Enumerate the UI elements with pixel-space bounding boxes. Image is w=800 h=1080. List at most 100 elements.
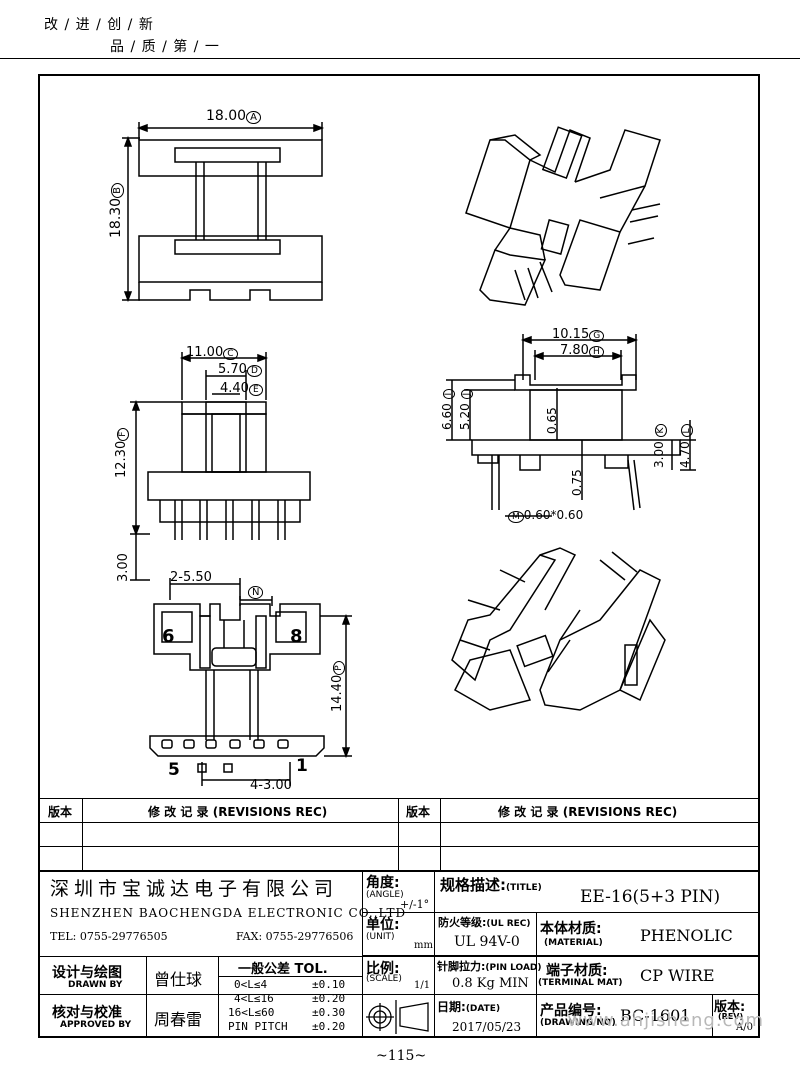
title-value: EE-16(5+3 PIN) [580, 887, 721, 907]
pinload-label: 针脚拉力:(PIN LOAD) [437, 960, 542, 973]
fire-label: 防火等级:(UL REC) [438, 916, 531, 929]
tol-value-2: ±0.20 [312, 992, 346, 1005]
tol-range-4: PIN PITCH [228, 1020, 288, 1033]
iso-view-1 [465, 126, 661, 306]
rev-divider-1 [82, 798, 83, 870]
pinload-value: 0.8 Kg MIN [452, 976, 529, 991]
dim-front-base: 0.75 [570, 469, 584, 496]
tb-rule-5 [362, 955, 760, 956]
rev-col-ver-2: 版本 [406, 805, 431, 819]
tb-v-1 [362, 870, 363, 1038]
dim-front-k: 3.00 K [652, 423, 667, 468]
terminal-label: 端子材质: [546, 963, 608, 979]
slogan-line-1: 改 / 进 / 创 / 新 [44, 17, 154, 33]
date-value: 2017/05/23 [452, 1020, 522, 1034]
revision-row-1 [38, 822, 760, 823]
company-fax: FAX: 0755-29776506 [236, 930, 354, 943]
date-label: 日期:(DATE) [437, 1000, 501, 1014]
drawn-value: 曾仕球 [154, 970, 203, 989]
revision-row-2 [38, 846, 760, 847]
bottom-view [149, 578, 352, 786]
drawing-value: BC-1601 [620, 1006, 691, 1025]
unit-label: 单位: [366, 917, 400, 933]
scale-label: 比例: [366, 961, 400, 977]
projection-symbol-icon [366, 1000, 429, 1034]
dim-top-height: 18.30B [108, 183, 124, 238]
approved-label-en: APPROVED BY [60, 1020, 132, 1030]
rev-divider-3 [440, 798, 441, 870]
drawn-label: 设计与绘图 [52, 965, 122, 981]
company-tel: TEL: 0755-29776505 [50, 930, 168, 943]
dim-front-h2: 5.20 J [458, 388, 473, 430]
tb-rule-4 [38, 994, 362, 995]
rev-divider-2 [398, 798, 399, 870]
rev-value: A/0 [736, 1022, 753, 1033]
tol-value-1: ±0.10 [312, 978, 346, 991]
dim-bottom-spacing-tag: N [248, 586, 264, 599]
watermark: www.ahjisheng.com [567, 1010, 764, 1031]
drawing-label: 产品编号: [540, 1003, 602, 1019]
pin-label-1: 1 [296, 756, 308, 776]
tolerance-values: ±0.10 ±0.20 ±0.30 ±0.20 [312, 978, 345, 1034]
angle-value: +/-1° [400, 898, 430, 911]
revision-table-top [38, 798, 760, 799]
rev-label: 版本: [714, 1000, 746, 1015]
pin-label-8: 8 [290, 626, 303, 647]
iso-view-2 [451, 547, 666, 711]
terminal-label-en: (TERMINAL MAT) [538, 978, 623, 988]
tol-value-3: ±0.30 [312, 1006, 346, 1019]
company-name-en: SHENZHEN BAOCHENGDA ELECTRONIC CO.,LTD [50, 906, 407, 920]
terminal-value: CP WIRE [640, 966, 715, 985]
side-view [130, 352, 311, 581]
pin-label-5: 5 [168, 760, 180, 780]
title-label: 规格描述:(TITLE) [440, 876, 542, 894]
approved-value: 周春雷 [154, 1010, 203, 1029]
dim-front-l: 4.70 L [678, 424, 693, 468]
material-label: 本体材质: [540, 921, 602, 937]
tb-rule-2 [362, 912, 760, 913]
rev-col-rec-2: 修 改 记 录 (REVISIONS REC) [498, 805, 678, 819]
tb-v-3 [536, 912, 537, 1038]
fire-value: UL 94V-0 [454, 934, 520, 950]
dim-front-h1: 6.60 I [440, 388, 455, 430]
rev-col-rec: 修 改 记 录 (REVISIONS REC) [148, 805, 328, 819]
top-view [122, 122, 325, 303]
tb-v-5 [218, 956, 219, 1038]
tolerance-label: 一般公差 TOL. [238, 962, 328, 977]
rev-label-en: (REV) [718, 1012, 744, 1021]
drawing-label-en: (DRAWING NO) [540, 1018, 616, 1028]
material-value: PHENOLIC [640, 926, 733, 945]
angle-label: 角度: [366, 875, 400, 891]
unit-label-en: (UNIT) [366, 932, 395, 942]
tb-v-6 [712, 994, 713, 1038]
drawn-label-en: DRAWN BY [68, 980, 123, 990]
material-label-en: (MATERIAL) [544, 938, 603, 948]
tol-value-4: ±0.20 [312, 1020, 346, 1033]
header-rule [0, 58, 800, 59]
tb-v-4 [146, 956, 147, 1038]
company-name-cn: 深圳市宝诚达电子有限公司 [50, 878, 339, 900]
pin-label-6: 6 [162, 626, 175, 647]
approved-label: 核对与校准 [52, 1005, 122, 1021]
scale-value: 1/1 [414, 980, 431, 991]
tolerance-ranges: 0<L≤4 4<L≤16 16<L≤60 PIN PITCH [228, 978, 288, 1034]
tol-range-1: 0<L≤4 [234, 978, 268, 991]
dim-front-flange: 0.65 [545, 407, 559, 434]
tol-range-3: 16<L≤60 [228, 1006, 275, 1019]
tb-rule-3 [362, 994, 760, 995]
tb-v-2 [434, 870, 435, 1038]
dim-bottom-height: 14.40P [330, 661, 345, 712]
dim-pin-length: 3.00 [116, 553, 131, 582]
titleblock-top [38, 870, 760, 872]
slogan-line-2: 品 / 质 / 第 / 一 [110, 39, 220, 55]
angle-label-en: (ANGLE) [366, 890, 404, 900]
tb-rule-1 [38, 956, 760, 957]
page-number: ~115~ [376, 1048, 427, 1064]
